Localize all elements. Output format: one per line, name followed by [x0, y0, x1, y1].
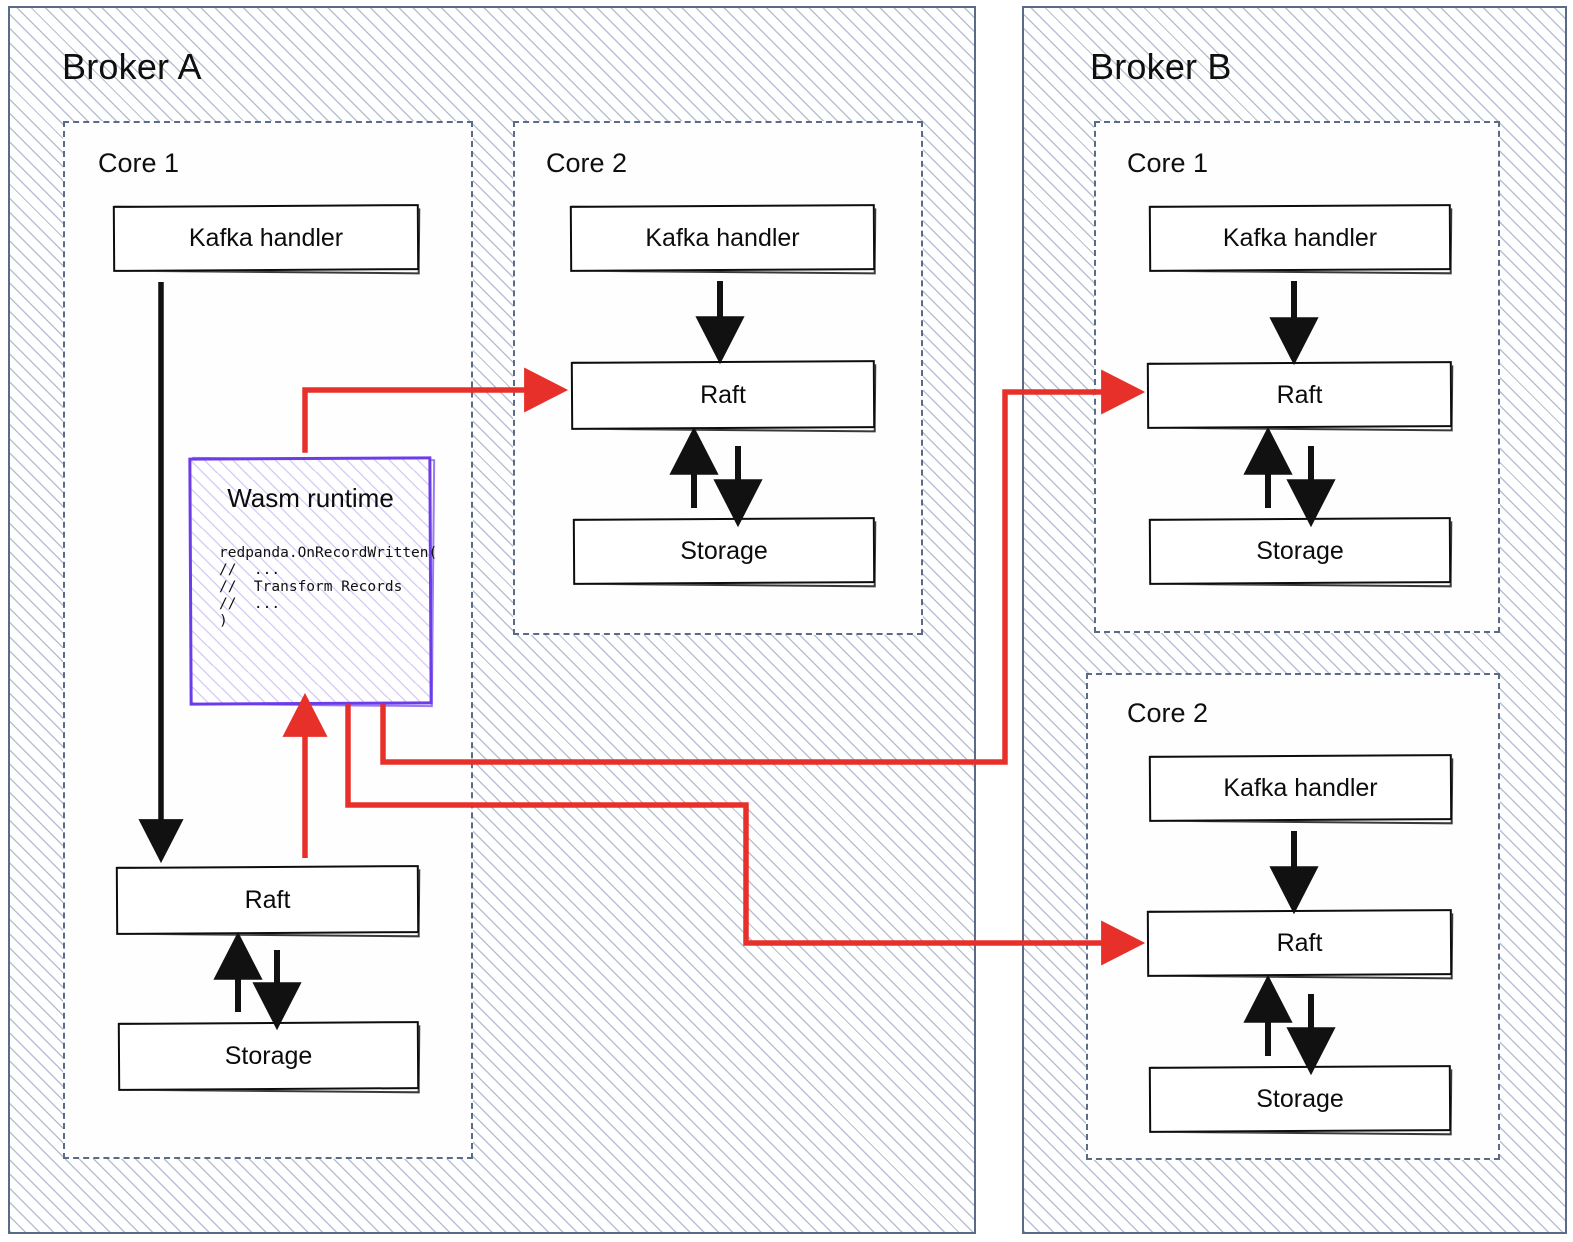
broker-b-core-1-raft-box[interactable]: Raft [1146, 361, 1454, 432]
broker-a-core-1-raft-box[interactable]: Raft [115, 865, 421, 938]
broker-a-core-2-title: Core 2 [546, 148, 628, 178]
broker-b-core-2-kafka-handler-box[interactable]: Kafka handler [1148, 754, 1454, 825]
box-label: Storage [224, 1041, 313, 1070]
broker-a-core-2-raft-box[interactable]: Raft [570, 360, 877, 433]
broker-a-core-1-kafka-handler-box[interactable]: Kafka handler [112, 204, 421, 275]
broker-b-core-1-storage-box[interactable]: Storage [1148, 517, 1453, 588]
broker-b-core-2-title: Core 2 [1127, 698, 1209, 728]
box-label: Kafka handler [1222, 223, 1378, 252]
wasm-runtime-box[interactable]: Wasm runtime redpanda.OnRecordWritten( /… [188, 456, 437, 708]
broker-a-core-2-storage-box[interactable]: Storage [572, 517, 877, 588]
wasm-runtime-title: Wasm runtime [227, 483, 394, 513]
box-label: Kafka handler [188, 223, 344, 252]
box-label: Raft [244, 885, 291, 914]
broker-a-title: Broker A [62, 46, 202, 87]
box-label: Storage [1256, 1084, 1344, 1113]
box-label: Storage [1256, 536, 1344, 565]
broker-a-core-1-title: Core 1 [98, 148, 180, 178]
box-label: Raft [700, 380, 746, 409]
broker-a-core-2-kafka-handler-box[interactable]: Kafka handler [569, 204, 877, 275]
broker-b-title: Broker B [1090, 46, 1232, 87]
box-label: Raft [1276, 380, 1323, 409]
broker-b-core-1-title: Core 1 [1127, 148, 1209, 178]
broker-b-core-1-kafka-handler-box[interactable]: Kafka handler [1148, 204, 1453, 275]
box-label: Raft [1276, 928, 1323, 957]
broker-b-core-2-raft-box[interactable]: Raft [1146, 909, 1454, 980]
broker-a-core-1-storage-box[interactable]: Storage [117, 1021, 421, 1094]
box-label: Storage [680, 536, 768, 565]
broker-b-core-2-storage-box[interactable]: Storage [1148, 1065, 1453, 1136]
box-label: Kafka handler [645, 223, 800, 252]
wasm-runtime-code: redpanda.OnRecordWritten( // ... // Tran… [219, 545, 438, 629]
box-label: Kafka handler [1223, 773, 1378, 802]
